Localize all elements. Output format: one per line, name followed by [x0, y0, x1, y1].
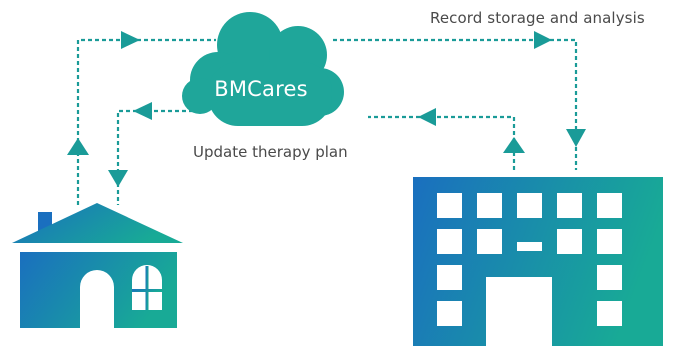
- arrow-down-icon: [108, 170, 128, 187]
- upload-route-line: [76, 38, 216, 205]
- house-icon: [12, 203, 183, 328]
- arrow-up-icon: [67, 138, 89, 155]
- storage-route-line: [333, 38, 578, 170]
- record-storage-label: Record storage and analysis: [430, 9, 645, 27]
- hospital-building-icon: [413, 177, 663, 346]
- therapy-route-line: [116, 109, 193, 205]
- arrow-down-icon: [566, 129, 586, 147]
- arrow-left-icon: [418, 108, 436, 126]
- arrow-right-icon: [121, 31, 140, 49]
- arrowheads: [67, 31, 586, 187]
- cloud-icon: [182, 12, 344, 126]
- arrow-right-icon: [534, 31, 552, 49]
- arrow-left-icon: [133, 102, 152, 120]
- cloud-label: BMCares: [214, 77, 308, 101]
- therapy-plan-label: Update therapy plan: [193, 143, 348, 161]
- arrow-up-icon: [503, 137, 525, 153]
- return-route-line: [368, 115, 516, 170]
